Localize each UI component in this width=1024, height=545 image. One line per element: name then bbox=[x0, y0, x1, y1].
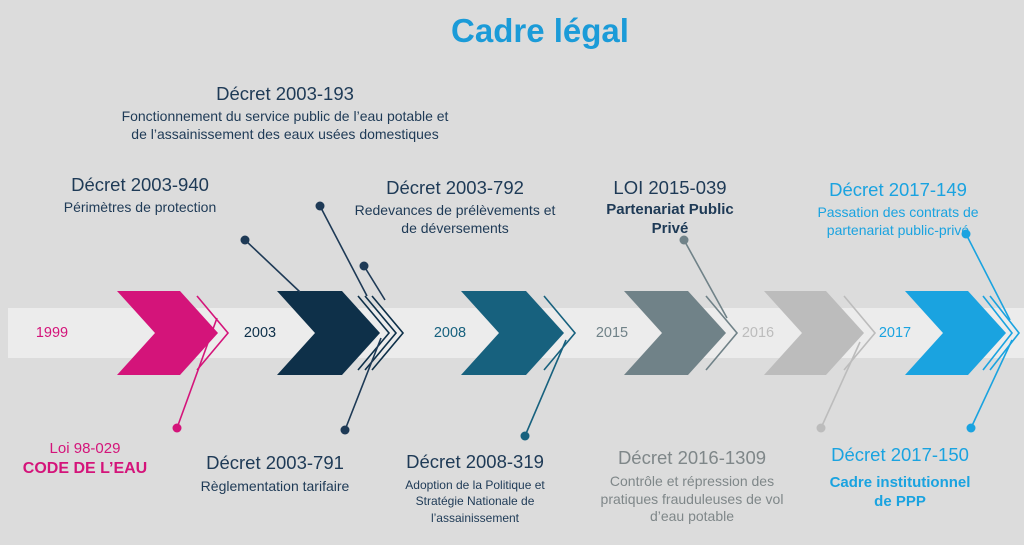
dot-2015-039 bbox=[679, 235, 689, 245]
chevron-2003-trail-3 bbox=[371, 295, 405, 371]
block-2017-149: Décret 2017-149 Passation des contrats d… bbox=[798, 178, 998, 239]
block-1999: Loi 98-029 CODE DE L’EAU bbox=[0, 440, 170, 479]
connector-2017-149 bbox=[965, 233, 1011, 321]
block-2016-1309: Décret 2016-1309 Contrôle et répression … bbox=[582, 446, 802, 526]
block-2008-319-desc-3: l’assainissement bbox=[430, 510, 520, 525]
year-label-2008: 2008 bbox=[433, 325, 467, 341]
block-2015-039: LOI 2015-039 Partenariat Public Privé bbox=[580, 176, 760, 239]
dot-2008-319 bbox=[520, 431, 530, 441]
block-2015-039-title: LOI 2015-039 bbox=[613, 177, 727, 198]
block-2016-1309-title: Décret 2016-1309 bbox=[617, 447, 767, 468]
chevron-2008 bbox=[461, 291, 564, 375]
year-label-2015: 2015 bbox=[595, 325, 629, 341]
block-2017-149-title: Décret 2017-149 bbox=[829, 179, 967, 200]
chevron-1999 bbox=[117, 291, 218, 375]
block-2003-792: Décret 2003-792 Redevances de prélèvemen… bbox=[320, 176, 590, 237]
block-2017-150: Décret 2017-150 Cadre institutionnel de … bbox=[800, 443, 1000, 512]
chevron-2015 bbox=[624, 291, 726, 375]
block-2017-150-desc-2: de PPP bbox=[874, 492, 926, 510]
dot-2003-193 bbox=[315, 201, 325, 211]
block-2008-319: Décret 2008-319 Adoption de la Politique… bbox=[370, 450, 580, 526]
connector-2003-940 bbox=[244, 239, 301, 293]
block-2008-319-desc-2: Stratégie Nationale de bbox=[415, 494, 535, 509]
chevron-2003-trail-2 bbox=[364, 295, 398, 371]
year-label-1999: 1999 bbox=[35, 325, 69, 341]
block-2015-039-desc-2: Privé bbox=[651, 219, 689, 237]
connector-2003-791 bbox=[344, 337, 382, 431]
chevron-2003-trail-1 bbox=[357, 295, 391, 371]
connector-2017-150 bbox=[970, 339, 1013, 429]
chevron-1999-trail bbox=[196, 295, 230, 371]
block-2003-791-title: Décret 2003-791 bbox=[206, 452, 344, 473]
block-2016-1309-desc-2: pratiques frauduleuses de vol bbox=[600, 490, 784, 507]
dot-2003-791 bbox=[340, 425, 350, 435]
chevron-2017 bbox=[905, 291, 1006, 375]
block-2003-792-title: Décret 2003-792 bbox=[386, 177, 524, 198]
connector-2008-319 bbox=[524, 339, 567, 437]
dot-2003-940 bbox=[240, 235, 250, 245]
block-2016-1309-desc-1: Contrôle et répression des bbox=[609, 473, 775, 490]
block-2008-319-desc-1: Adoption de la Politique et bbox=[405, 478, 545, 493]
block-2003-792-desc-2: de déversements bbox=[401, 219, 509, 236]
page-title: Cadre légal bbox=[451, 12, 629, 49]
block-2003-193-desc-2: de l’assainissement des eaux usées domes… bbox=[131, 125, 439, 142]
block-2003-792-desc-1: Redevances de prélèvements et bbox=[354, 202, 556, 219]
dot-2016-1309 bbox=[816, 423, 826, 433]
block-1999-name: CODE DE L’EAU bbox=[22, 459, 148, 477]
year-label-2017: 2017 bbox=[878, 325, 912, 341]
block-2003-193: Décret 2003-193 Fonctionnement du servic… bbox=[90, 82, 480, 143]
block-2017-149-desc-1: Passation des contrats de bbox=[817, 204, 979, 221]
chevron-2003 bbox=[277, 291, 380, 375]
dot-1999 bbox=[172, 423, 182, 433]
block-2003-193-desc-1: Fonctionnement du service public de l’ea… bbox=[121, 108, 449, 125]
block-2003-791: Décret 2003-791 Règlementation tarifaire bbox=[180, 451, 370, 496]
block-1999-law: Loi 98-029 bbox=[49, 440, 121, 457]
block-2008-319-title: Décret 2008-319 bbox=[406, 451, 544, 472]
block-2016-1309-desc-3: d’eau potable bbox=[649, 508, 735, 525]
connector-1999 bbox=[176, 317, 218, 429]
chevron-2017-trail-2 bbox=[989, 295, 1021, 371]
dot-2003-792 bbox=[359, 261, 369, 271]
year-label-2003: 2003 bbox=[243, 325, 277, 341]
block-2015-039-desc-1: Partenariat Public bbox=[606, 201, 734, 219]
block-2003-940-desc: Périmètres de protection bbox=[63, 199, 217, 216]
connector-2016-1309 bbox=[820, 341, 861, 429]
block-2003-791-desc: Règlementation tarifaire bbox=[200, 478, 350, 495]
connector-2003-193 bbox=[319, 205, 368, 297]
year-label-2016: 2016 bbox=[741, 325, 775, 341]
dot-2017-150 bbox=[966, 423, 976, 433]
block-2017-149-desc-2: partenariat public-privé bbox=[826, 221, 970, 238]
chevron-2016-trail bbox=[843, 295, 877, 371]
chevron-2008-trail bbox=[543, 295, 577, 371]
chevron-2017-trail-1 bbox=[982, 295, 1014, 371]
block-2003-940-title: Décret 2003-940 bbox=[71, 174, 209, 195]
chevron-2015-trail bbox=[705, 295, 739, 371]
block-2017-150-title: Décret 2017-150 bbox=[831, 444, 969, 465]
dot-2017-149 bbox=[961, 229, 971, 239]
connector-2003-792 bbox=[363, 265, 386, 301]
connector-2015-039 bbox=[683, 239, 728, 319]
block-2003-940: Décret 2003-940 Périmètres de protection bbox=[30, 173, 250, 217]
block-2003-193-title: Décret 2003-193 bbox=[216, 83, 354, 104]
chevron-2016 bbox=[764, 291, 864, 375]
block-2017-150-desc-1: Cadre institutionnel bbox=[829, 474, 971, 492]
